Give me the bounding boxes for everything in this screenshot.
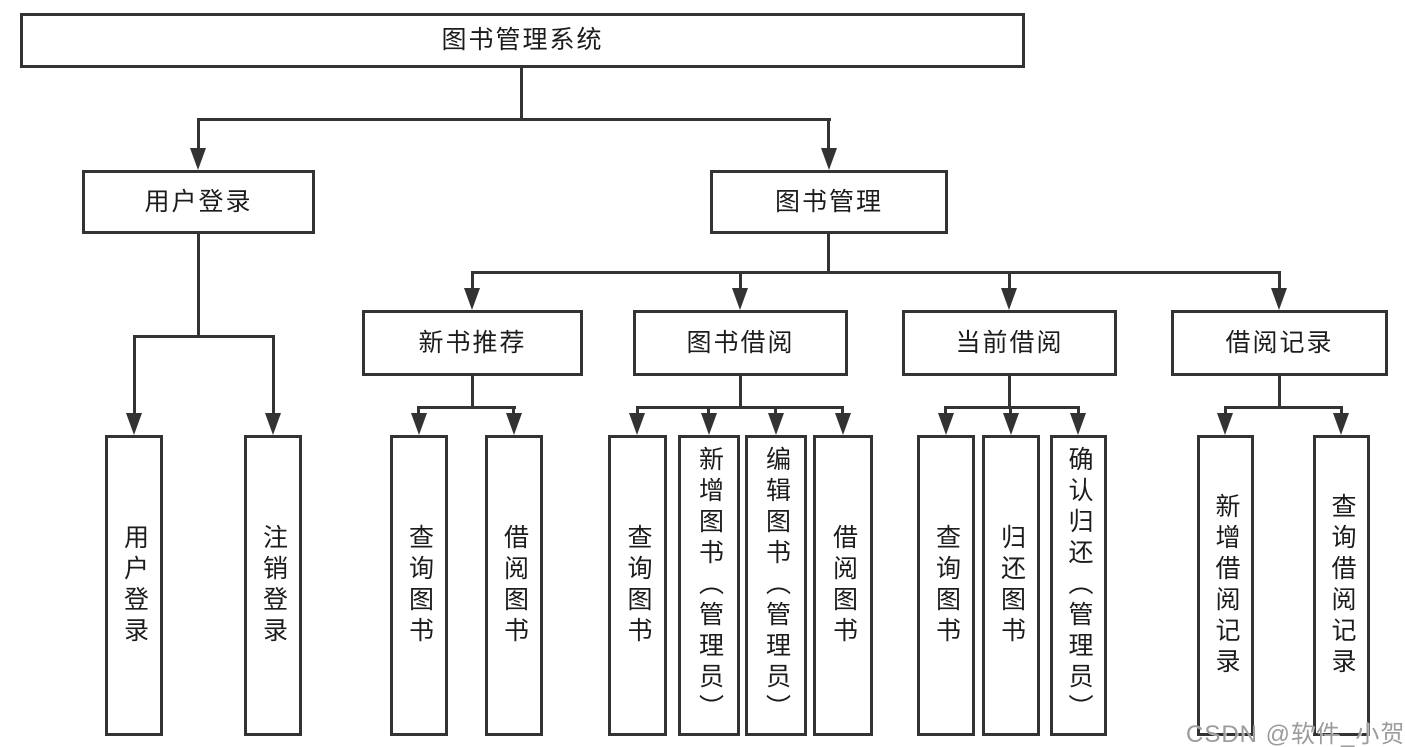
- node-user-login: 用户登录: [82, 170, 315, 234]
- node-current-borrow-label: 当前借阅: [955, 328, 1064, 357]
- leaf-borrow-edit-book-admin-label: 编辑图书（管理员）: [762, 446, 791, 725]
- node-borrow-records-label: 借阅记录: [1225, 328, 1334, 357]
- leaf-records-add-record: 新增借阅记录: [1197, 435, 1254, 736]
- arrowhead-down-icon: [1003, 413, 1019, 435]
- connector-manage-branch: [471, 271, 1281, 274]
- connector-leaf-drop: [636, 406, 639, 415]
- connector-borrow-branch: [636, 406, 844, 409]
- leaf-borrow-edit-book-admin: 编辑图书（管理员）: [745, 435, 807, 736]
- connector-leaf-drop: [417, 406, 420, 415]
- node-user-login-label: 用户登录: [144, 187, 253, 216]
- leaf-borrow-borrow-book: 借阅图书: [813, 435, 873, 736]
- arrowhead-down-icon: [629, 413, 645, 435]
- leaf-current-return-book: 归还图书: [982, 435, 1040, 736]
- connector-root-branch: [197, 118, 831, 121]
- leaf-records-query-record-label: 查询借阅记录: [1328, 492, 1356, 679]
- arrowhead-down-icon: [821, 148, 837, 170]
- leaf-records-add-record-label: 新增借阅记录: [1212, 492, 1240, 679]
- arrowhead-down-icon: [411, 413, 427, 435]
- leaf-logout: 注销登录: [244, 435, 302, 736]
- connector-l3-drop: [471, 271, 474, 290]
- connector-current-stem: [1008, 376, 1011, 406]
- connector-recommend-branch: [417, 406, 516, 409]
- arrowhead-down-icon: [835, 413, 851, 435]
- leaf-user-login-label: 用户登录: [120, 523, 149, 648]
- node-borrow-records: 借阅记录: [1171, 310, 1388, 376]
- leaf-recommend-borrow-book: 借阅图书: [485, 435, 543, 736]
- leaf-current-query-book-label: 查询图书: [932, 523, 961, 648]
- arrowhead-down-icon: [701, 413, 717, 435]
- leaf-borrow-query-book: 查询图书: [608, 435, 667, 736]
- leaf-recommend-query-book-label: 查询图书: [405, 523, 434, 648]
- node-book-manage: 图书管理: [710, 170, 948, 234]
- arrowhead-down-icon: [265, 413, 281, 435]
- connector-login-drop: [197, 118, 200, 150]
- arrowhead-down-icon: [126, 413, 142, 435]
- arrowhead-down-icon: [1333, 413, 1349, 435]
- node-book-borrow: 图书借阅: [633, 310, 848, 376]
- connector-records-branch: [1224, 406, 1343, 409]
- leaf-current-return-book-label: 归还图书: [997, 523, 1026, 648]
- arrowhead-down-icon: [464, 288, 480, 310]
- leaf-current-confirm-return-admin-label: 确认归还（管理员）: [1065, 446, 1093, 725]
- arrowhead-down-icon: [938, 413, 954, 435]
- arrowhead-down-icon: [190, 148, 206, 170]
- connector-leaf-drop: [944, 406, 947, 415]
- connector-borrow-stem: [739, 376, 742, 406]
- connector-leaf-drop: [1077, 406, 1080, 415]
- leaf-borrow-add-book-admin-label: 新增图书（管理员）: [695, 446, 724, 725]
- leaf-records-query-record: 查询借阅记录: [1313, 435, 1370, 736]
- leaf-recommend-borrow-book-label: 借阅图书: [500, 523, 529, 648]
- leaf-borrow-query-book-label: 查询图书: [624, 523, 652, 648]
- arrowhead-down-icon: [1217, 413, 1233, 435]
- leaf-logout-label: 注销登录: [259, 523, 288, 648]
- node-book-manage-label: 图书管理: [774, 187, 883, 216]
- connector-l3-drop: [739, 271, 742, 290]
- connector-current-branch: [944, 406, 1080, 409]
- node-book-borrow-label: 图书借阅: [686, 328, 795, 357]
- connector-leaf-drop: [1224, 406, 1227, 415]
- node-new-book-recommend-label: 新书推荐: [418, 328, 527, 357]
- connector-leaf-drop: [774, 406, 777, 415]
- connector-records-stem: [1278, 376, 1281, 406]
- arrowhead-down-icon: [506, 413, 522, 435]
- connector-manage-stem: [827, 234, 830, 271]
- connector-leaf-drop: [707, 406, 710, 415]
- arrowhead-down-icon: [1001, 288, 1017, 310]
- connector-leaf-drop: [841, 406, 844, 415]
- connector-recommend-stem: [471, 376, 474, 406]
- connector-manage-drop: [827, 118, 830, 150]
- connector-login-stem: [197, 234, 200, 335]
- node-new-book-recommend: 新书推荐: [362, 310, 583, 376]
- leaf-recommend-query-book: 查询图书: [390, 435, 448, 736]
- connector-login-branch: [133, 335, 275, 338]
- connector-root-stem: [520, 68, 523, 118]
- csdn-watermark: CSDN @软件_小贺同学: [1186, 721, 1405, 747]
- connector-login-leaf2-drop: [272, 335, 275, 413]
- leaf-current-confirm-return-admin: 确认归还（管理员）: [1050, 435, 1107, 736]
- arrowhead-down-icon: [1070, 413, 1086, 435]
- leaf-borrow-borrow-book-label: 借阅图书: [829, 523, 858, 648]
- arrowhead-down-icon: [1271, 288, 1287, 310]
- connector-l3-drop: [1278, 271, 1281, 290]
- arrowhead-down-icon: [768, 413, 784, 435]
- connector-leaf-drop: [1009, 406, 1012, 415]
- connector-l3-drop: [1008, 271, 1011, 290]
- arrowhead-down-icon: [732, 288, 748, 310]
- leaf-borrow-add-book-admin: 新增图书（管理员）: [678, 435, 740, 736]
- node-root: 图书管理系统: [20, 13, 1025, 68]
- connector-leaf-drop: [512, 406, 515, 415]
- leaf-user-login: 用户登录: [105, 435, 163, 736]
- connector-login-leaf1-drop: [133, 335, 136, 413]
- leaf-current-query-book: 查询图书: [917, 435, 975, 736]
- node-root-label: 图书管理系统: [441, 26, 604, 54]
- connector-leaf-drop: [1340, 406, 1343, 415]
- node-current-borrow: 当前借阅: [902, 310, 1117, 376]
